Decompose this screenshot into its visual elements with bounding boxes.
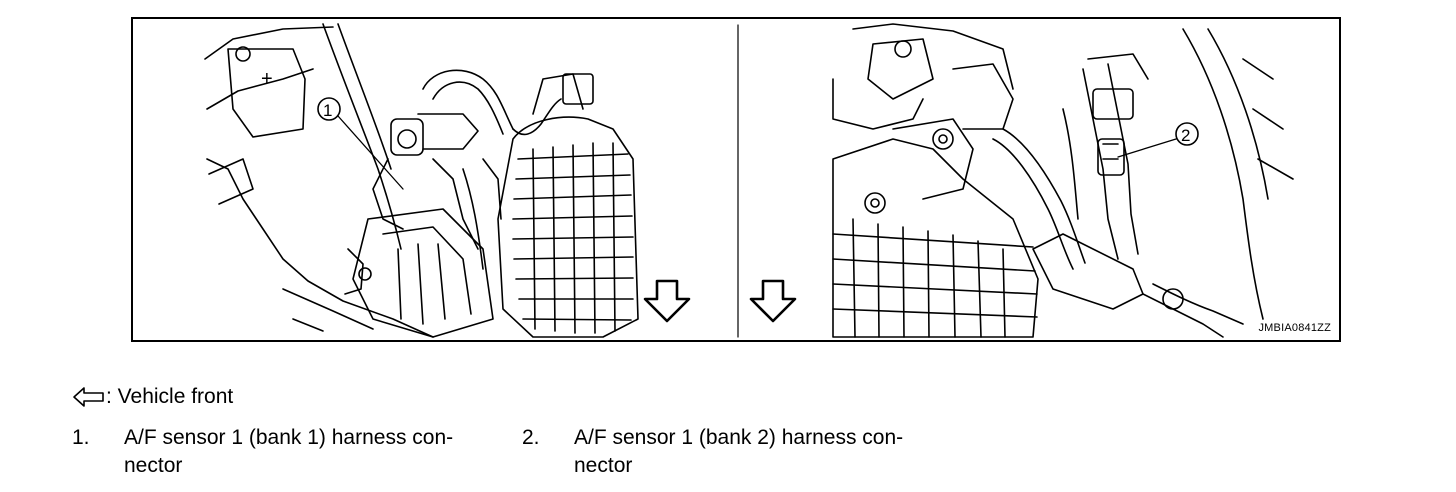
callout-2-label: 2 <box>1181 126 1190 145</box>
item-text-line2: nector <box>124 454 183 477</box>
engine-illustration: + <box>131 17 1341 342</box>
vehicle-front-legend: : Vehicle front <box>72 384 233 410</box>
front-arrow-left <box>643 279 691 323</box>
callout-1-label: 1 <box>323 101 332 120</box>
front-arrow-right <box>749 279 797 323</box>
svg-text:+: + <box>261 68 273 90</box>
figure-code: JMBIA0841ZZ <box>1258 322 1331 334</box>
left-view-drawing: + <box>204 23 691 338</box>
engine-line-drawing: + <box>204 23 1294 338</box>
item-text-line1: A/F sensor 1 (bank 1) harness con- <box>124 426 454 449</box>
item-number: 2. <box>522 426 540 449</box>
right-view-drawing: 2 <box>749 23 1294 338</box>
item-text-line1: A/F sensor 1 (bank 2) harness con- <box>574 426 904 449</box>
item-number: 1. <box>72 426 90 449</box>
item-text-line2: nector <box>574 454 633 477</box>
vehicle-front-arrow-icon <box>73 387 104 407</box>
vehicle-front-label: : Vehicle front <box>106 385 234 408</box>
